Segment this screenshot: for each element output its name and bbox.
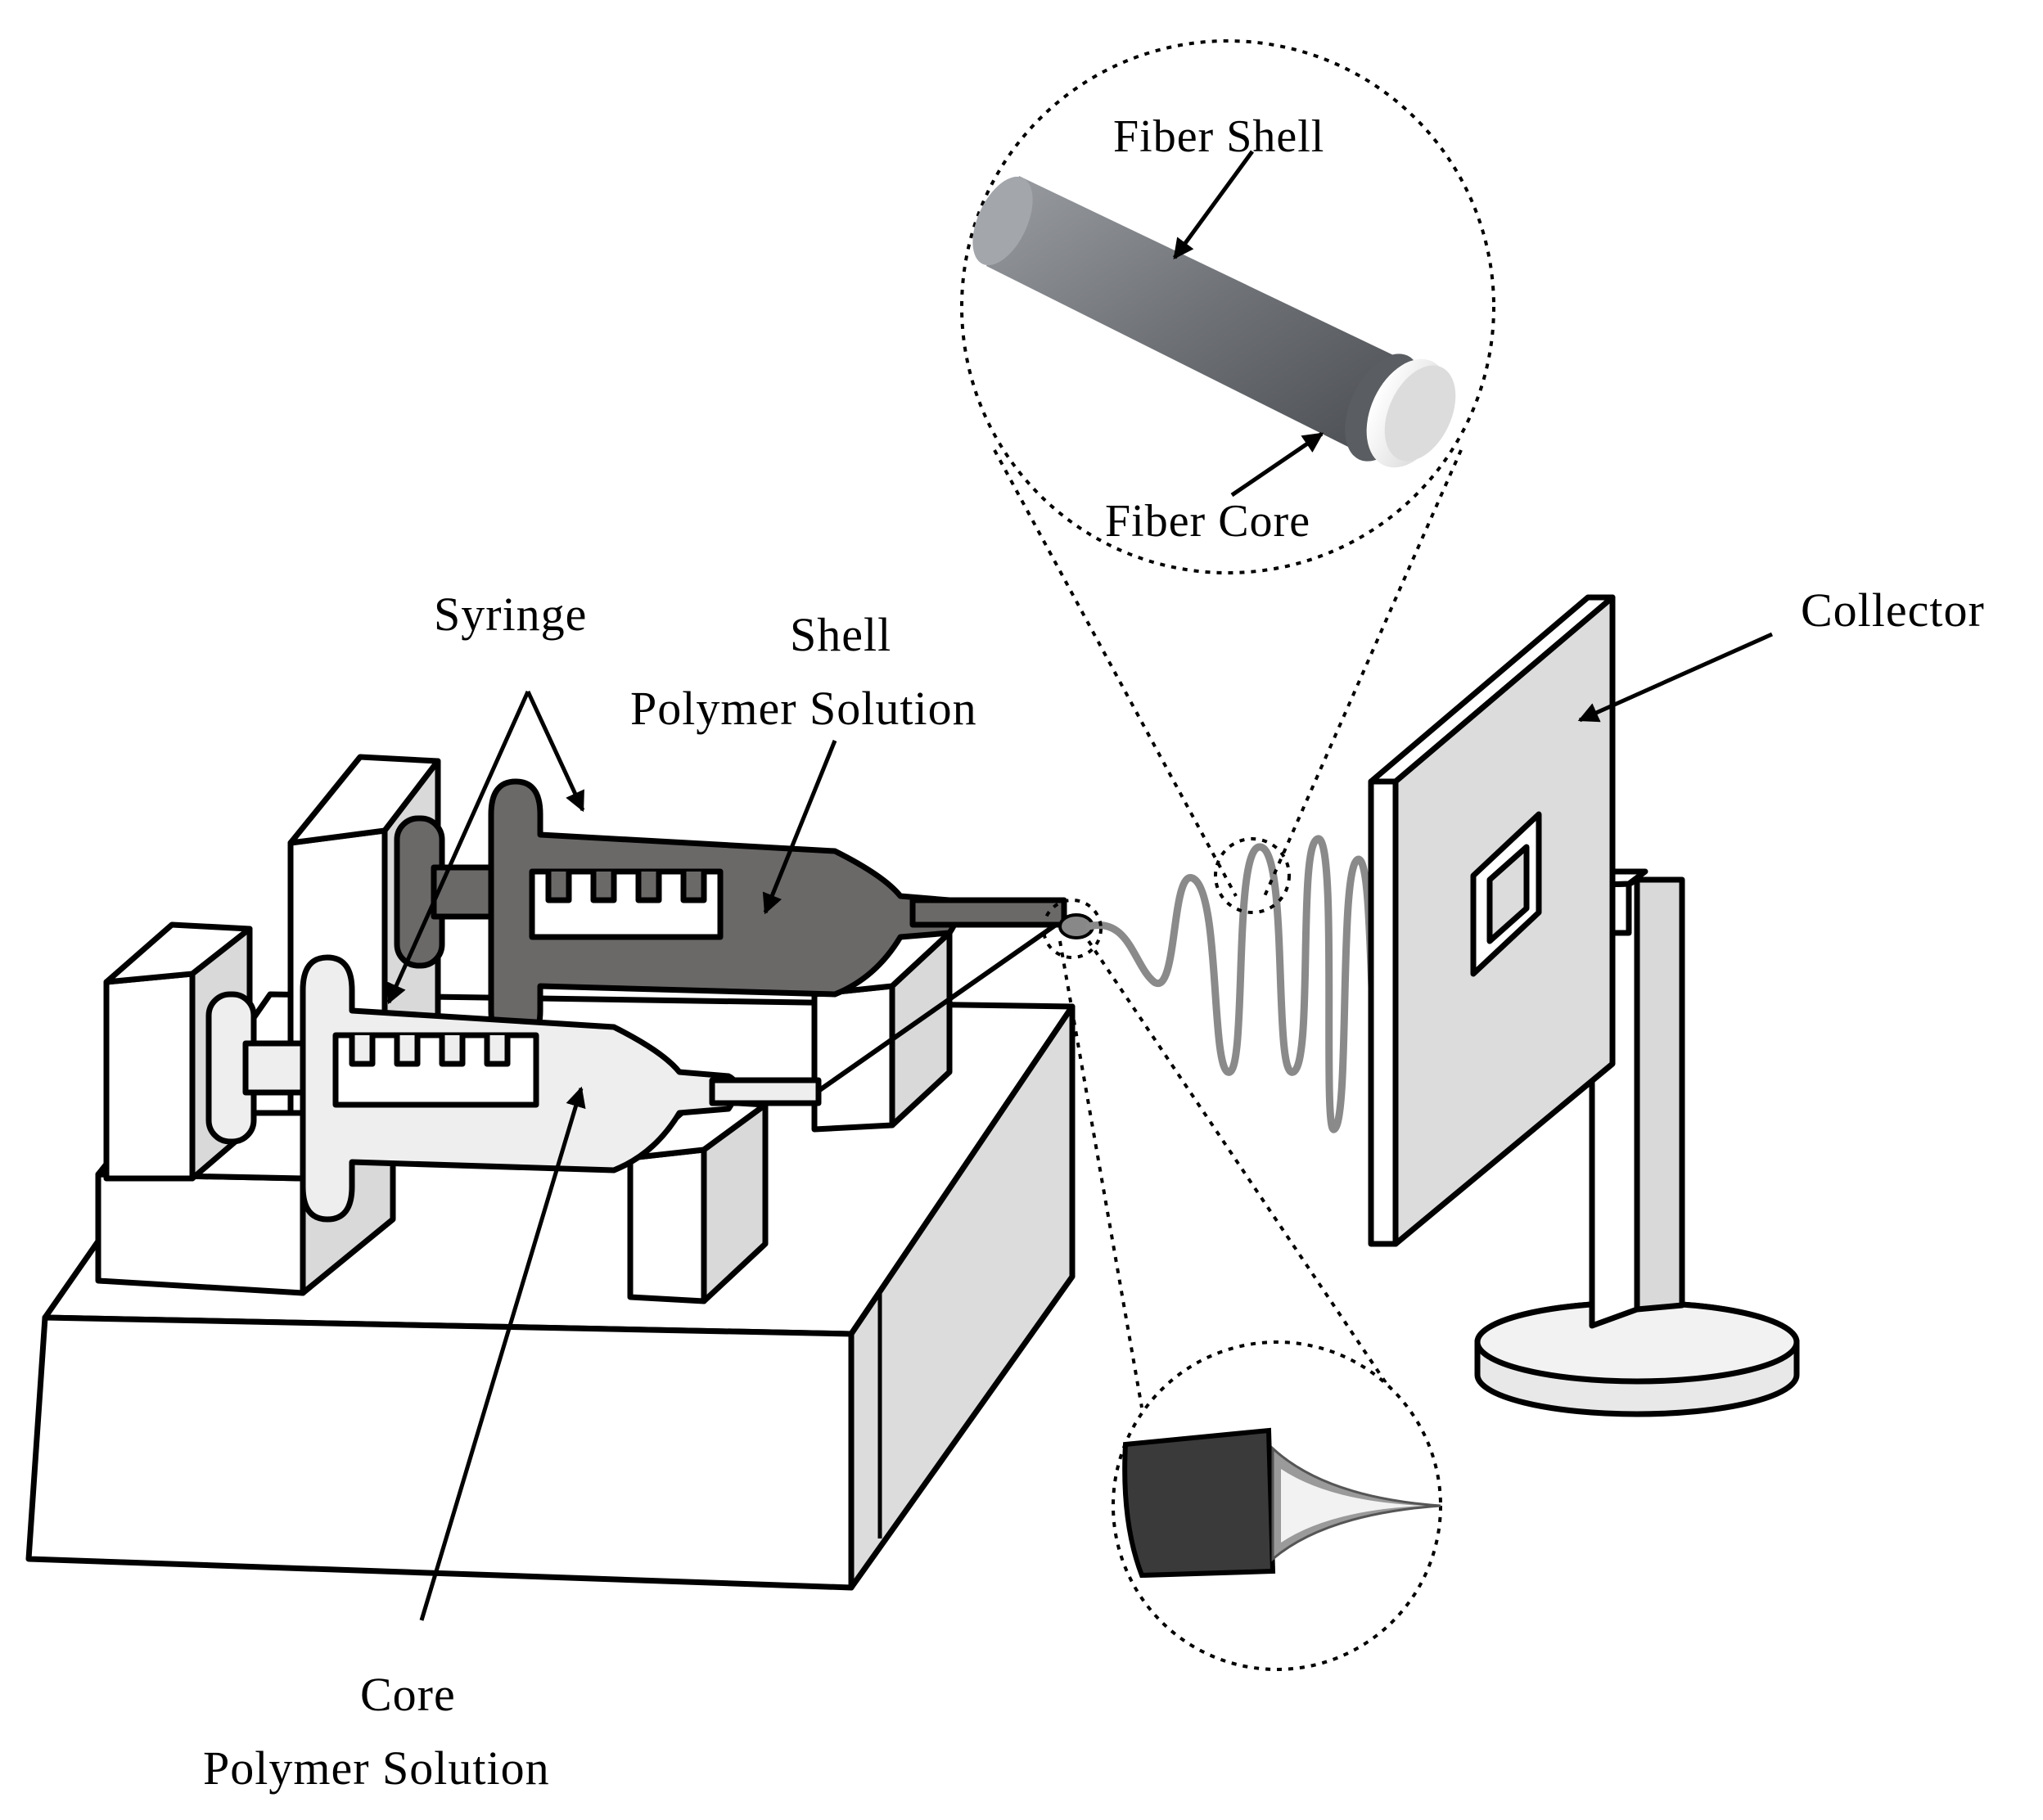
fiber-cylinder	[972, 176, 1456, 468]
fiber-magnifier	[960, 39, 1495, 914]
shell-syringe	[394, 778, 1067, 1047]
label-core-line1: Core	[360, 1668, 456, 1721]
syringe-holder-blocks	[627, 926, 953, 1304]
label-core-line2: Polymer Solution	[203, 1741, 550, 1795]
core-syringe	[205, 922, 1058, 1223]
nozzle-magnifier	[1042, 899, 1442, 1671]
fiber-jet	[1085, 835, 1387, 1133]
label-fiber-shell: Fiber Shell	[1113, 111, 1324, 162]
label-collector: Collector	[1801, 583, 1985, 637]
label-shell-line1: Shell	[790, 608, 891, 661]
collector	[1368, 594, 1800, 1417]
label-fiber-core: Fiber Core	[1105, 496, 1310, 547]
label-arrows	[386, 632, 1774, 1621]
label-shell-line2: Polymer Solution	[630, 682, 977, 735]
label-syringe: Syringe	[434, 588, 587, 641]
